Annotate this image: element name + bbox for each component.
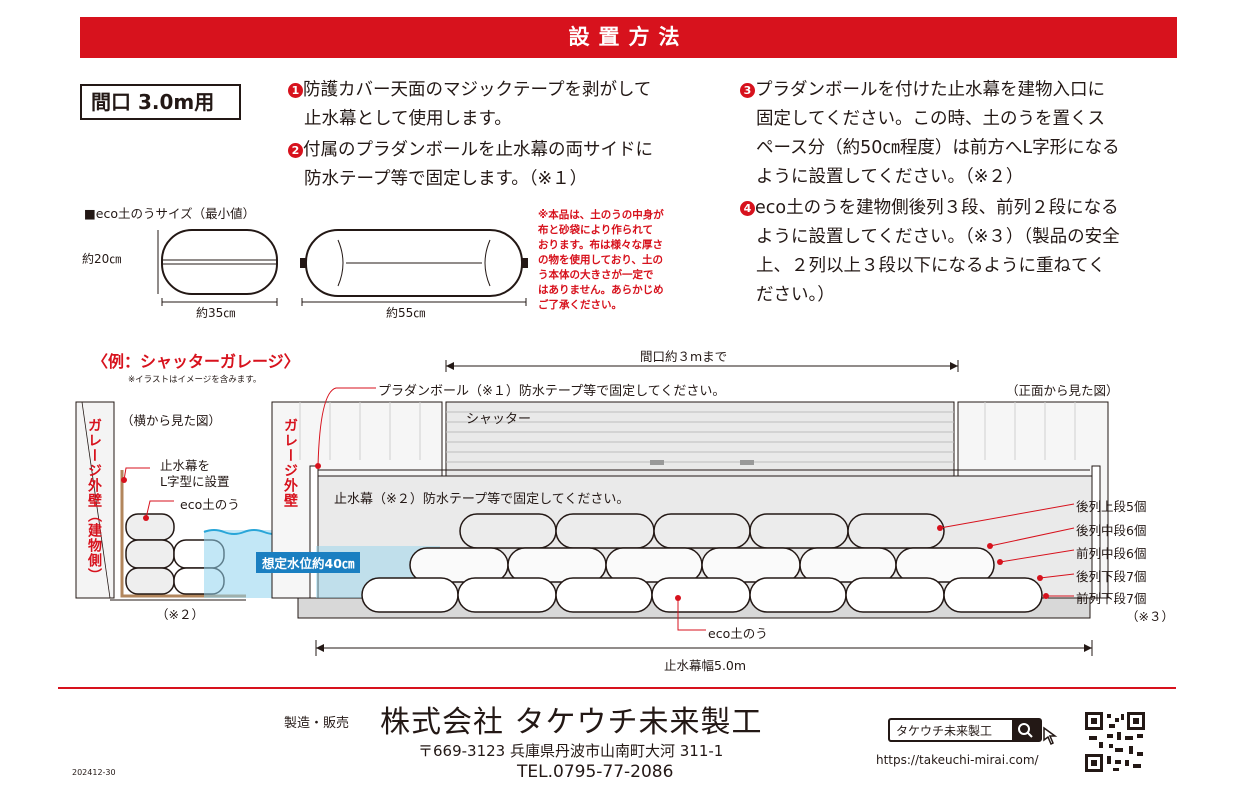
- step-text: 付属のプラダンボールを止水幕の両サイドに: [303, 140, 653, 160]
- wall-right-label: ガレージ外壁: [282, 418, 298, 508]
- row-label: 後列上段5個: [1076, 499, 1147, 514]
- step-text: 防護カバー天面のマジックテープを剥がして: [303, 80, 652, 100]
- step-text: ように設置してください。（※３）（製品の安全: [756, 227, 1120, 247]
- opening-label: 間口約３mまで: [640, 349, 728, 364]
- example-title: 〈例：シャッターガレージ〉: [92, 352, 300, 371]
- eco-bag-label: eco土のう: [180, 497, 240, 512]
- step-text: 上、２列以上３段以下になるように重ねてく: [756, 256, 1106, 276]
- eco-small-width-label: 約35㎝: [196, 306, 236, 320]
- side-view-label: （横から見た図）: [121, 413, 222, 428]
- l-shape-label: 止水幕を L字型に設置: [160, 458, 229, 490]
- step-number: 1: [288, 83, 303, 98]
- hand-cursor-icon: [1043, 726, 1058, 746]
- l-shape-line: L字型に設置: [160, 474, 230, 489]
- note2-label: （※２）: [156, 607, 204, 622]
- note-line: 布と砂袋により作られて: [538, 224, 653, 236]
- eco-size-drawing: [157, 229, 528, 306]
- company-name: 株式会社 タケウチ未来製工: [380, 705, 763, 740]
- print-code: 202412-30: [72, 768, 116, 777]
- note3-label: （※３）: [1126, 609, 1174, 624]
- example-note: ※イラストはイメージを含みます。: [128, 375, 262, 385]
- step-text: プラダンボールを付けた止水幕を建物入口に: [755, 80, 1105, 100]
- eco-height-label: 約20㎝: [82, 252, 122, 266]
- small-bag-shape: [161, 229, 278, 295]
- curtain-label: 止水幕（※２）防水テープ等で固定してください。: [334, 492, 630, 507]
- curtain-width-label: 止水幕幅5.0m: [664, 658, 747, 673]
- step-text: 止水幕として使用します。: [304, 109, 512, 129]
- step-number: 3: [740, 83, 755, 98]
- row-label: 前列中段6個: [1076, 546, 1147, 561]
- note-line: おります。布は様々な厚さ: [538, 239, 663, 251]
- water-level-label: 想定水位約40㎝: [256, 552, 361, 573]
- magnifier-icon[interactable]: [1012, 720, 1040, 740]
- eco-large-width-label: 約55㎝: [386, 306, 426, 320]
- wall-left-label: ガレージ外壁（建物側）: [86, 418, 102, 583]
- note-line: はありません。あらかじめ: [538, 284, 664, 296]
- step-number: 4: [740, 201, 755, 216]
- address: 〒669-3123 兵庫県丹波市山南町大河 311-1: [418, 742, 724, 760]
- qr-code-icon: [1085, 712, 1145, 772]
- shutter-label: シャッター: [466, 412, 532, 427]
- note-line: ご了承ください。: [538, 299, 622, 311]
- row-label: 後列下段7個: [1076, 569, 1147, 584]
- eco-size-title: ■eco土のうサイズ（最小値）: [84, 206, 256, 221]
- l-shape-line: 止水幕を: [160, 458, 211, 473]
- pradan-label: プラダンボール（※１）防水テープ等で固定してください。: [378, 384, 726, 399]
- step-text: ペース分（約50㎝程度）は前方へL字形になる: [756, 138, 1120, 158]
- step-number: 2: [288, 143, 303, 158]
- tel: TEL.0795-77-2086: [517, 762, 674, 782]
- note-line: ※本品は、土のうの中身が: [538, 209, 664, 221]
- step-text: eco土のうを建物側後列３段、前列２段になる: [755, 198, 1119, 218]
- step-text: 固定してください。この時、土のうを置くス: [756, 109, 1105, 129]
- section-banner: 設置方法: [80, 17, 1177, 58]
- role-label: 製造・販売: [284, 716, 350, 731]
- search-text: タケウチ未来製工: [896, 724, 993, 738]
- step-text: ように設置してください。（※２）: [756, 167, 1024, 187]
- website-url[interactable]: https://takeuchi-mirai.com/: [876, 753, 1039, 767]
- section-title: 設置方法: [568, 25, 689, 49]
- row-label: 後列中段6個: [1076, 523, 1147, 538]
- size-label: 間口 3.0m用: [80, 84, 241, 120]
- row-label: 前列下段7個: [1076, 591, 1147, 606]
- eco-bottom-label: eco土のう: [708, 626, 768, 641]
- step-text: ださい。）: [756, 285, 835, 305]
- search-box[interactable]: タケウチ未来製工: [888, 718, 1042, 742]
- footer-divider: [58, 687, 1176, 689]
- note-line: う本体の大きさが一定で: [538, 269, 654, 281]
- note-line: の物を使用しており、土の: [538, 254, 663, 266]
- product-note: ※本品は、土のうの中身が 布と砂袋により作られて おります。布は様々な厚さ の物…: [538, 208, 698, 313]
- step-text: 防水テープ等で固定します。（※１）: [304, 169, 588, 189]
- front-view-label: （正面から見た図）: [1006, 383, 1119, 398]
